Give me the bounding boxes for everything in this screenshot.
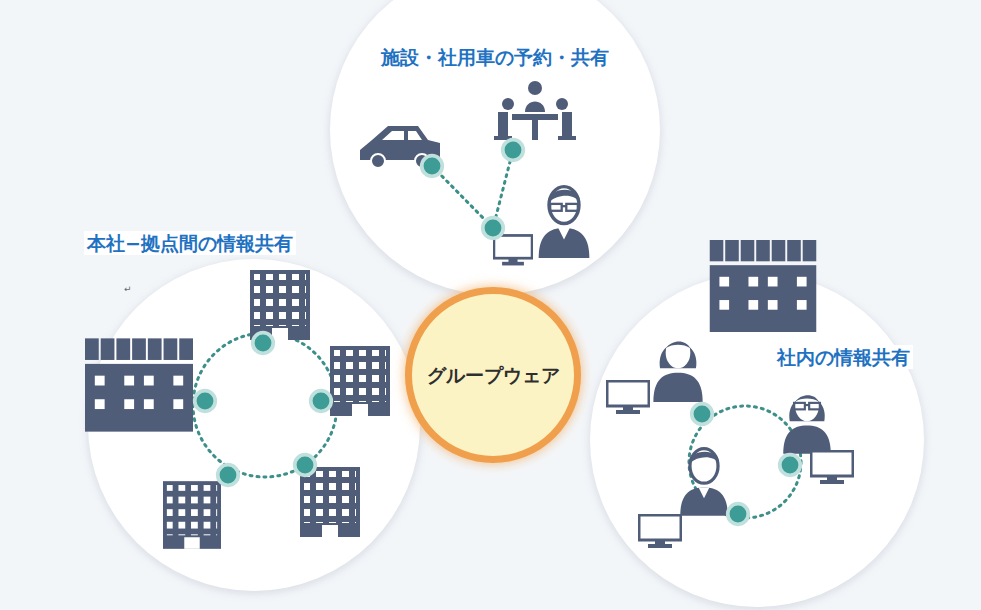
network-dot [422, 156, 443, 177]
building-icon [85, 338, 193, 431]
building-icon [710, 240, 817, 332]
category-heading: 本社−拠点間の情報共有 [84, 231, 296, 256]
monitor-icon [494, 235, 532, 265]
network-dot [483, 218, 504, 239]
monitor-icon [607, 381, 649, 414]
circle-outline [88, 259, 420, 591]
hub-circle: グループウェア [405, 287, 581, 463]
category-circle: 社内の情報共有 [590, 273, 924, 607]
circle-outline [590, 273, 924, 607]
network-ring [689, 406, 801, 518]
glasses-icon [794, 403, 820, 409]
person-icon [783, 391, 831, 454]
network-dot [311, 391, 332, 412]
building-icon [330, 346, 390, 416]
person-icon [653, 337, 702, 402]
meeting-icon [494, 81, 576, 140]
category-heading: 社内の情報共有 [774, 345, 913, 370]
network-dot [253, 333, 274, 354]
network-dot [295, 455, 316, 476]
category-circle: 施設・社用車の予約・共有 [330, 0, 660, 295]
network-dot [692, 404, 713, 425]
network-dot [503, 140, 524, 161]
monitor-icon [639, 515, 681, 548]
building-icon [250, 270, 310, 340]
circle-shape [88, 259, 420, 591]
glasses-icon [550, 204, 578, 211]
network-dot [780, 455, 801, 476]
category-circle: 本社−拠点間の情報共有 [88, 259, 420, 591]
network-ring [193, 333, 337, 477]
car-icon [360, 126, 440, 168]
person-icon [539, 187, 590, 258]
network-dot [195, 391, 216, 412]
building-icon [163, 481, 221, 549]
network-dot [728, 504, 749, 525]
building-icon [300, 467, 360, 537]
hub-label: グループウェア [427, 364, 560, 387]
circle-shape [409, 291, 578, 460]
monitor-icon [811, 451, 853, 484]
network-dot [218, 465, 239, 486]
person-icon [680, 449, 728, 516]
category-heading: 施設・社用車の予約・共有 [378, 45, 612, 70]
circle-shape [590, 273, 924, 607]
network-line [432, 150, 513, 228]
circle-shape [330, 0, 660, 295]
stray-mark: ↵ [124, 284, 132, 294]
